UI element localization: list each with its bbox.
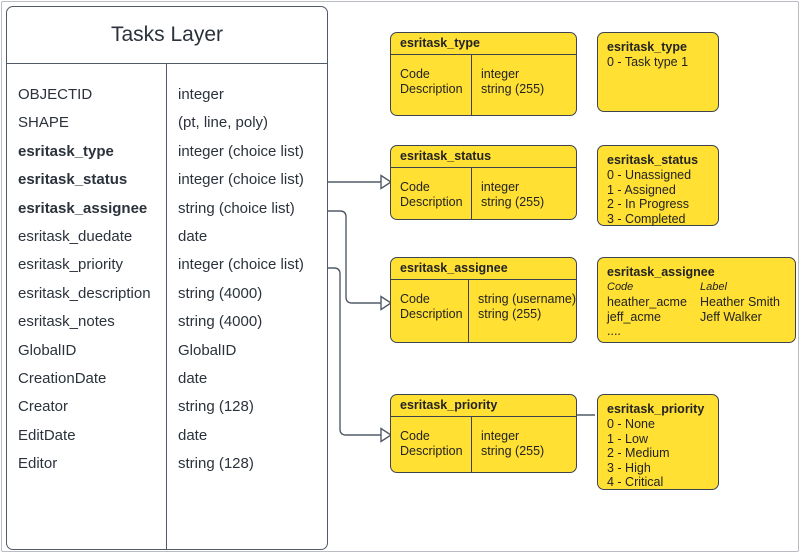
table-row: Editor (18, 455, 58, 473)
domain-schema-title: esritask_type (391, 33, 576, 55)
table-row: esritask_priority (18, 256, 124, 274)
domain-schema-columns: Code Description integer string (255) (391, 417, 576, 472)
table-row: OBJECTID (18, 86, 93, 103)
table-row: GlobalID (18, 341, 77, 359)
field-name-column: OBJECTID SHAPE esritask_type esritask_st… (7, 64, 167, 549)
table-row: esritask_description (18, 284, 151, 302)
domain-schema-field-column: Code Description (391, 55, 472, 115)
list-item: integer (481, 180, 520, 194)
table-row: date (178, 426, 208, 444)
domain-schema-field-column: Code Description (391, 168, 472, 219)
list-item: string (255) (481, 443, 545, 458)
list-item: 0 - Unassigned (607, 168, 692, 182)
list-item: string (255) (481, 194, 545, 209)
domain-schema-type-column: integer string (255) (472, 55, 576, 115)
table-row: string (4000) (178, 313, 263, 331)
list-item: 2 - Medium (607, 446, 670, 460)
table-row: GlobalID (178, 341, 237, 359)
tasks-layer-body: OBJECTID SHAPE esritask_type esritask_st… (7, 64, 327, 549)
domain-values-header-row: Code Label (607, 280, 786, 295)
list-item: string (255) (481, 81, 545, 96)
column-header-code: Code (607, 281, 634, 293)
assignee-code: heather_acme (607, 295, 687, 309)
domain-values-title: esritask_status (607, 153, 699, 167)
domain-schema-type-column: integer string (255) (472, 417, 576, 472)
domain-schema-box-status: esritask_status Code Description integer… (390, 145, 577, 220)
domain-schema-type-column: string (username) string (255) (469, 280, 576, 342)
list-item: 0 - Task type 1 (607, 55, 689, 69)
domain-values-panel-type: esritask_type 0 - Task type 1 (597, 32, 719, 112)
assignee-label: Jeff Walker (700, 309, 762, 324)
field-type-column: integer (pt, line, poly) integer (choice… (167, 64, 327, 549)
table-row: esritask_assignee (18, 199, 148, 217)
assignee-code: jeff_acme (607, 309, 661, 324)
list-item: 1 - Assigned (607, 182, 676, 197)
list-item: integer (481, 429, 520, 443)
list-item: Code (400, 292, 430, 306)
table-row: esritask_status (18, 171, 128, 189)
list-item: Code (400, 67, 430, 81)
list-item: 3 - Completed (607, 211, 686, 226)
domain-schema-title: esritask_priority (391, 395, 576, 417)
domain-schema-box-type: esritask_type Code Description integer s… (390, 32, 577, 116)
page-title: Tasks Layer (7, 7, 327, 64)
list-item: 1 - Low (607, 431, 648, 446)
list-item: Description (400, 443, 463, 458)
list-item: integer (481, 67, 520, 81)
tasks-layer-entity: Tasks Layer OBJECTID SHAPE esritask_type… (6, 6, 328, 550)
table-row: string (128) (178, 398, 254, 416)
domain-schema-title: esritask_status (391, 146, 576, 168)
domain-values-title: esritask_type (607, 40, 687, 54)
list-item: 0 - None (607, 417, 655, 431)
list-item: Description (400, 81, 463, 96)
list-item: Code (400, 180, 430, 194)
table-row: EditDate (18, 426, 76, 444)
domain-values-panel-status: esritask_status 0 - Unassigned 1 - Assig… (597, 145, 719, 226)
list-item: string (username) (478, 292, 576, 306)
table-row: esritask_notes (18, 313, 115, 331)
table-row: integer (178, 86, 224, 103)
domain-schema-field-column: Code Description (391, 280, 470, 342)
table-row: SHAPE (18, 114, 69, 132)
list-item: 2 - In Progress (607, 197, 689, 211)
domain-values-panel-priority: esritask_priority 0 - None 1 - Low 2 - M… (597, 394, 719, 490)
domain-values-title: esritask_assignee (607, 265, 715, 279)
list-item: Description (400, 194, 463, 209)
domain-values-panel-assignee: esritask_assignee Code Label heather_acm… (597, 257, 796, 343)
domain-values-title: esritask_priority (607, 402, 705, 416)
domain-schema-type-column: integer string (255) (472, 168, 576, 219)
list-item: Description (400, 306, 463, 321)
table-row: date (178, 369, 208, 387)
domain-schema-title: esritask_assignee (391, 258, 576, 280)
table-row: Creator (18, 398, 69, 416)
list-item: heather_acme Heather Smith (607, 295, 786, 310)
domain-schema-box-priority: esritask_priority Code Description integ… (390, 394, 577, 473)
list-item: jeff_acme Jeff Walker (607, 310, 786, 325)
table-row: esritask_duedate (18, 227, 133, 245)
table-row: CreationDate (18, 369, 107, 387)
table-row: esritask_type (18, 142, 114, 160)
table-row: (pt, line, poly) (178, 114, 269, 132)
column-header-label: Label (700, 281, 727, 293)
assignee-ellipsis: .... (607, 324, 621, 338)
table-row: integer (choice list) (178, 142, 304, 160)
domain-schema-box-assignee: esritask_assignee Code Description strin… (390, 257, 577, 343)
table-row: string (128) (178, 455, 254, 473)
list-item: 4 - Critical (607, 475, 664, 489)
domain-schema-field-column: Code Description (391, 417, 472, 472)
table-row: string (choice list) (178, 199, 295, 217)
list-item: Code (400, 429, 430, 443)
list-item: 3 - High (607, 460, 651, 475)
domain-schema-columns: Code Description string (username) strin… (391, 280, 576, 342)
domain-schema-columns: Code Description integer string (255) (391, 168, 576, 219)
table-row: date (178, 227, 208, 245)
assignee-label: Heather Smith (700, 295, 780, 309)
table-row: integer (choice list) (178, 256, 304, 274)
table-row: integer (choice list) (178, 171, 304, 189)
table-row: string (4000) (178, 284, 263, 302)
domain-schema-columns: Code Description integer string (255) (391, 55, 576, 115)
list-item: string (255) (478, 306, 542, 321)
